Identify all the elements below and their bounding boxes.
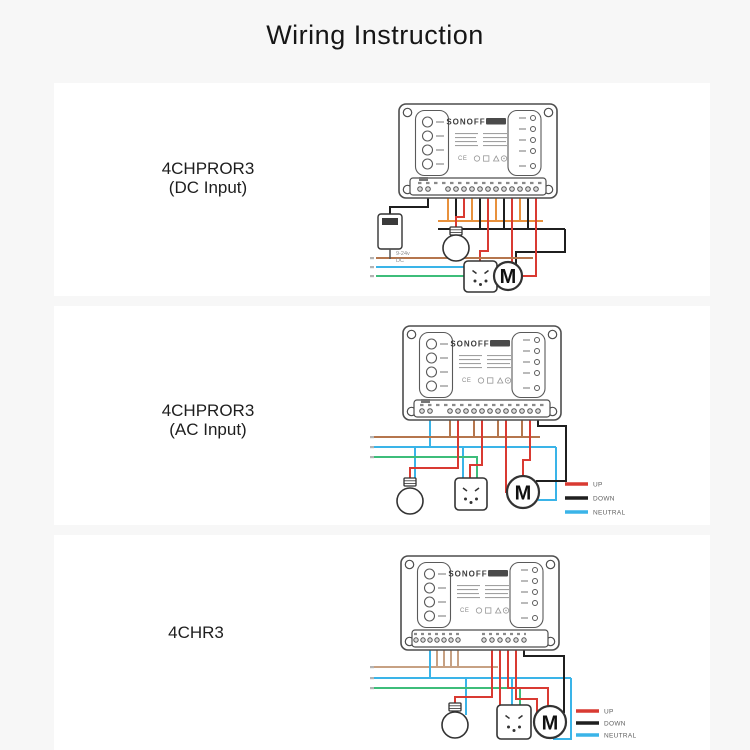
legend-label-up: UP [604, 709, 614, 716]
wire-green-earth [372, 687, 521, 705]
wire-tan-loop [372, 642, 498, 668]
wire-brown-live-bus [372, 412, 540, 438]
wire-orange-bus [438, 190, 543, 222]
section-label: 4CHPROR3 (DC Input) [162, 159, 255, 197]
socket-icon [454, 477, 488, 511]
motor-icon: M [492, 260, 524, 292]
ce-mark: CE [458, 156, 467, 162]
socket-icon [496, 704, 532, 740]
sonoff-logo: SONOFF [450, 340, 489, 349]
ce-mark: CE [460, 608, 469, 614]
wire-red-socket [479, 190, 489, 261]
motor-label: M [515, 483, 532, 505]
bulb-icon [396, 477, 424, 515]
ce-mark: CE [462, 378, 471, 384]
wires [370, 642, 572, 740]
svg-text:4CHPROR3: 4CHPROR3 [162, 159, 255, 178]
section-label: 4CHR3 [168, 623, 224, 642]
wire-red-bulb [454, 642, 493, 703]
wire-red-motor-top [507, 642, 549, 706]
svg-text:4CHR3: 4CHR3 [168, 623, 224, 642]
sonoff-logo: SONOFF [448, 570, 487, 579]
wire-red-bulb [455, 190, 465, 227]
sonoff-logo: SONOFF [446, 118, 485, 127]
terminals [419, 399, 544, 414]
motor-icon: M [505, 474, 541, 510]
motor-label: M [542, 713, 559, 735]
power-adapter-icon: 9-24v DC [377, 213, 410, 264]
legend-label-up: UP [593, 482, 603, 489]
wires [370, 190, 566, 278]
section-4chr3: 4CHR3 SONOFF CE [54, 535, 710, 750]
section-label: 4CHPROR3 (AC Input) [162, 401, 255, 439]
wiring-legend: UP DOWN NEUTRAL [565, 482, 626, 517]
wire-red-motor-side [522, 190, 537, 277]
svg-text:(AC Input): (AC Input) [169, 420, 246, 439]
wire-green-earth [372, 456, 478, 478]
wire-red-bulb [409, 412, 459, 478]
terminals [413, 632, 527, 643]
svg-text:4CHPROR3: 4CHPROR3 [162, 401, 255, 420]
wire-blue-neutral [372, 642, 572, 740]
wire-blue-neutral [372, 412, 557, 501]
legend-label-down: DOWN [604, 721, 626, 728]
wiring-legend: UP DOWN NEUTRAL [576, 709, 637, 740]
motor-icon: M [532, 704, 568, 740]
legend-label-neutral: NEUTRAL [593, 510, 626, 517]
legend-label-neutral: NEUTRAL [604, 733, 637, 740]
section-dc-input: 4CHPROR3 (DC Input) SONOFF CE [54, 83, 710, 296]
bulb-icon [442, 226, 470, 262]
wire-red-motor-top [522, 412, 531, 476]
bulb-icon [441, 702, 469, 739]
adapter-voltage-label: 9-24v [396, 251, 410, 257]
section-ac-input: 4CHPROR3 (AC Input) SONOFF CE [54, 306, 710, 525]
legend-label-down: DOWN [593, 496, 615, 503]
svg-text:(DC Input): (DC Input) [169, 178, 247, 197]
adapter-dc-label: DC [396, 258, 404, 264]
wire-red-motor-side [515, 642, 538, 713]
wire-red-motor-side [505, 412, 508, 493]
wire-black-bus [438, 190, 566, 264]
motor-label: M [500, 266, 517, 288]
terminals [417, 177, 542, 192]
socket-icon [463, 260, 498, 293]
wire-red-socket [469, 412, 483, 478]
page-title: Wiring Instruction [266, 20, 484, 50]
wire-black-motor [536, 412, 567, 482]
